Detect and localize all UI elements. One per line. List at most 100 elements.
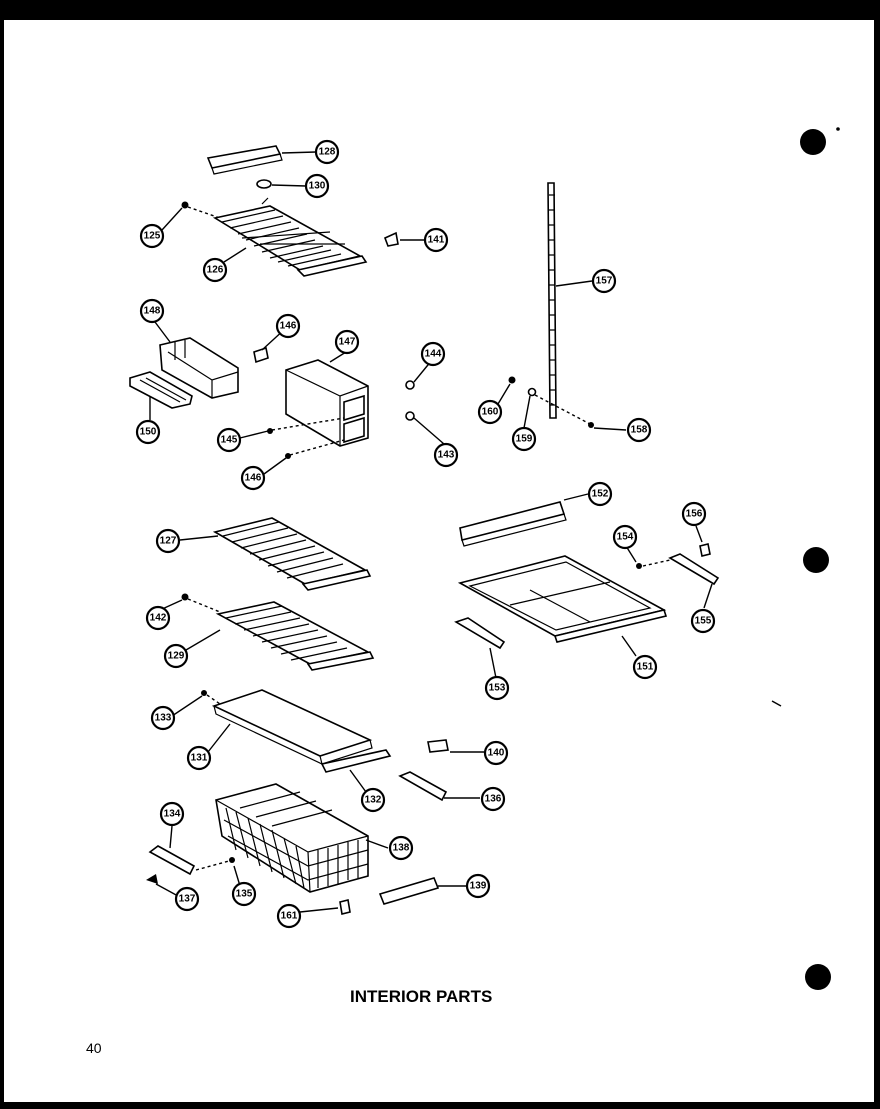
callout: 161 — [276, 903, 302, 929]
callout-label: 153 — [489, 683, 506, 694]
part-131-crisper-cover — [211, 689, 373, 766]
part-132-trim — [320, 749, 392, 773]
part-153-side-rail — [454, 617, 506, 650]
part-136-rail — [398, 771, 448, 802]
callout: 143 — [433, 442, 459, 468]
callout: 146 — [275, 313, 301, 339]
part-141-bracket — [383, 231, 399, 247]
callout-label: 127 — [160, 536, 177, 547]
part-126-wire-shelf — [212, 197, 368, 277]
callout-label: 140 — [488, 748, 505, 759]
callout: 145 — [216, 427, 242, 453]
callout-label: 157 — [596, 276, 613, 287]
callout: 140 — [483, 740, 509, 766]
callout: 127 — [155, 528, 181, 554]
binder-hole-bottom — [805, 964, 831, 990]
callout: 134 — [159, 801, 185, 827]
callout-label: 137 — [179, 894, 196, 905]
callout: 139 — [465, 873, 491, 899]
callout-label: 145 — [221, 435, 238, 446]
callout: 137 — [174, 886, 200, 912]
part-140-strip — [427, 739, 449, 753]
callout-label: 135 — [236, 889, 253, 900]
part-133-screw — [201, 690, 207, 696]
callout-label: 146 — [280, 321, 297, 332]
part-151-glass-shelf — [457, 555, 668, 643]
part-160-screw — [508, 376, 516, 384]
callout: 160 — [477, 399, 503, 425]
part-135-screw — [229, 857, 235, 863]
callout: 151 — [632, 654, 658, 680]
paper-sheet — [4, 20, 874, 1102]
callout: 147 — [334, 329, 360, 355]
callout-label: 142 — [150, 613, 167, 624]
callout-label: 136 — [485, 794, 502, 805]
part-130-clip — [256, 179, 272, 189]
callout-label: 125 — [144, 231, 161, 242]
part-127-wire-shelf — [212, 517, 372, 591]
callout-label: 133 — [155, 713, 172, 724]
part-156-clip — [699, 543, 711, 557]
callout-label: 161 — [281, 911, 298, 922]
callout: 141 — [423, 227, 449, 253]
callout: 126 — [202, 257, 228, 283]
callout-label: 159 — [516, 434, 533, 445]
callout: 129 — [163, 643, 189, 669]
callout-label: 147 — [339, 337, 356, 348]
part-150-tray — [129, 371, 193, 409]
part-155-bracket — [668, 553, 720, 586]
callout: 156 — [681, 501, 707, 527]
part-138-wire-basket — [215, 783, 369, 893]
callout: 154 — [612, 524, 638, 550]
part-129-wire-shelf — [215, 601, 375, 671]
part-152-rail — [459, 501, 567, 547]
speck-mark — [836, 127, 840, 131]
callout-label: 158 — [631, 425, 648, 436]
part-159-washer — [527, 387, 537, 397]
callout-label: 130 — [309, 181, 326, 192]
callout: 136 — [480, 786, 506, 812]
callout: 159 — [511, 426, 537, 452]
callout: 128 — [314, 139, 340, 165]
callout: 133 — [150, 705, 176, 731]
part-142-screw — [181, 593, 189, 601]
callout-label: 148 — [144, 306, 161, 317]
callout-label: 141 — [428, 235, 445, 246]
callout-label: 151 — [637, 662, 654, 673]
part-154-screw — [636, 563, 642, 569]
part-137-clip — [146, 874, 158, 884]
callout-label: 139 — [470, 881, 487, 892]
callout: 155 — [690, 608, 716, 634]
part-158-nut — [588, 422, 594, 428]
binder-hole-top — [800, 129, 826, 155]
callout-label: 152 — [592, 489, 609, 500]
callout: 157 — [591, 268, 617, 294]
leader-lines — [149, 151, 713, 913]
diagram-title: INTERIOR PARTS — [350, 987, 492, 1006]
callout: 125 — [139, 223, 165, 249]
part-143-knob — [405, 411, 415, 421]
callout-label: 154 — [617, 532, 634, 543]
callout-label: 131 — [191, 753, 208, 764]
callout-label: 160 — [482, 407, 499, 418]
callout-label: 143 — [438, 450, 455, 461]
callout: 144 — [420, 341, 446, 367]
callout-label: 129 — [168, 651, 185, 662]
page-number: 40 — [86, 1040, 102, 1056]
dash-145 — [271, 417, 345, 431]
dash-159-158 — [534, 394, 591, 425]
callout: 148 — [139, 298, 165, 324]
callout: 135 — [231, 881, 257, 907]
dash-133 — [206, 694, 221, 705]
callout: 131 — [186, 745, 212, 771]
part-139-handle — [378, 877, 440, 905]
callout-label: 146 — [245, 473, 262, 484]
part-125-screw — [181, 201, 189, 209]
callout-label: 134 — [164, 809, 181, 820]
part-157-ladder-rail — [547, 182, 557, 419]
part-146-screw-bottom — [285, 453, 291, 459]
callout: 152 — [587, 481, 613, 507]
part-128-trim-bar — [206, 145, 283, 175]
callout-label: 155 — [695, 616, 712, 627]
dash-154 — [642, 559, 671, 567]
